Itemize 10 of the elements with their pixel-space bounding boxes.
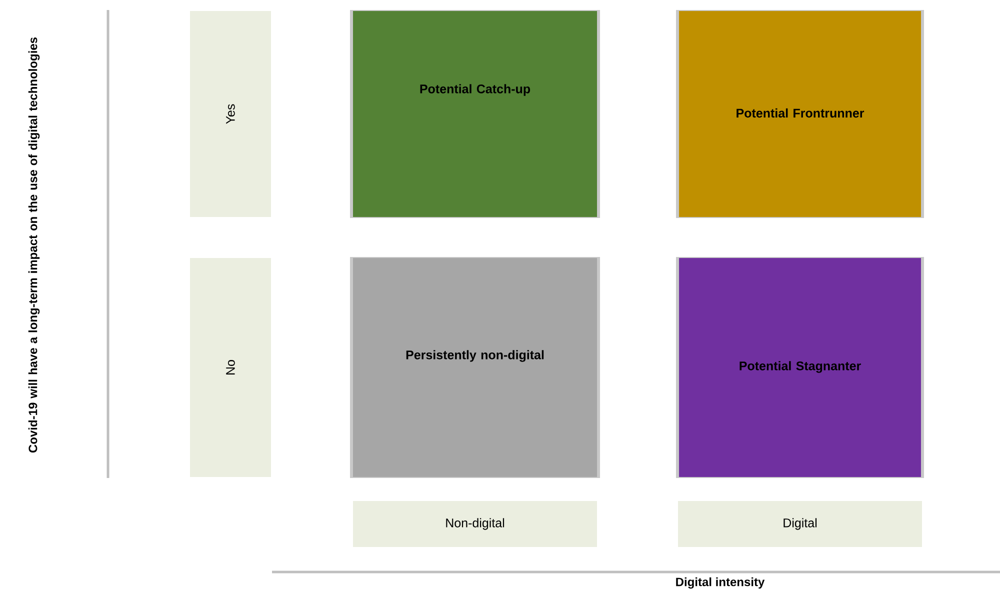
quadrant-box: Persistently non-digital <box>350 257 600 478</box>
column-header-box: Digital <box>678 501 922 547</box>
axis-title: Covid-19 will have a long-term impact on the use of digital technologies <box>28 37 40 453</box>
axis-title: Digital intensity <box>676 577 765 589</box>
quadrant-box: Potential Catch-up <box>350 10 600 218</box>
column-header-box: Non-digital <box>353 501 597 547</box>
row-header-box: Yes <box>190 11 271 217</box>
quadrant-box: Potential Stagnanter <box>676 257 924 478</box>
quadrant-box: Potential Frontrunner <box>676 10 924 218</box>
row-header-box: No <box>190 258 271 477</box>
